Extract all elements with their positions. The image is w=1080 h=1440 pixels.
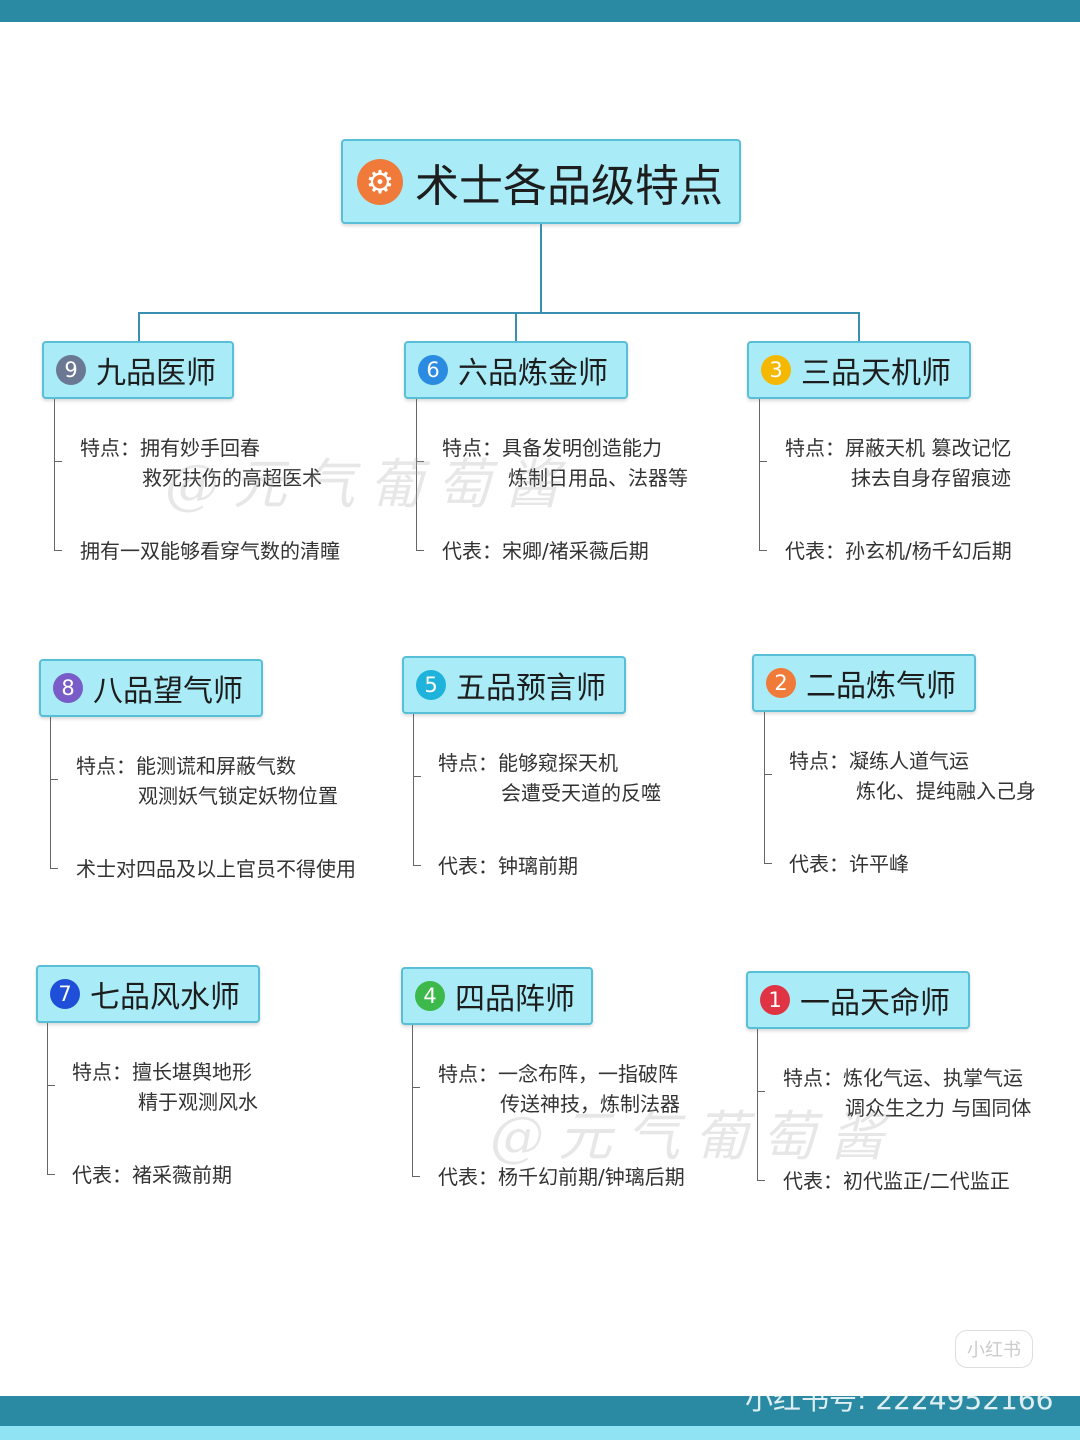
grade-8-line2: 观测妖气锁定妖物位置 xyxy=(138,784,338,808)
grade-node-8: 8 八品望气师 xyxy=(39,659,263,717)
branch-right xyxy=(858,312,860,343)
grade-title-4: 四品阵师 xyxy=(455,982,575,1017)
footer-id-text: 小红书号: 2224952166 xyxy=(745,1383,1054,1416)
grade-7-line1: 特点：擅长堪舆地形 xyxy=(72,1060,252,1084)
branch-left xyxy=(138,312,140,343)
grade-title-2: 二品炼气师 xyxy=(806,669,956,704)
grade-6-line2: 炼制日用品、法器等 xyxy=(508,466,688,490)
bottom-band xyxy=(0,1396,1080,1426)
badge-1: 1 xyxy=(760,985,790,1015)
grade-title-9: 九品医师 xyxy=(96,356,216,391)
badge-2: 2 xyxy=(766,668,796,698)
badge-4: 4 xyxy=(415,981,445,1011)
root-connector xyxy=(540,224,542,313)
grade-title-6: 六品炼金师 xyxy=(458,356,608,391)
connector-6-b xyxy=(416,462,424,551)
connector-2-a xyxy=(764,712,772,775)
grade-node-2: 2 二品炼气师 xyxy=(752,654,976,712)
grade-node-3: 3 三品天机师 xyxy=(747,341,971,399)
grade-9-line3: 拥有一双能够看穿气数的清瞳 xyxy=(80,539,340,563)
connector-9-b xyxy=(54,462,62,551)
connector-9-a xyxy=(54,399,62,462)
grade-6-line1: 特点：具备发明创造能力 xyxy=(442,436,662,460)
grade-5-line3: 代表：钟璃前期 xyxy=(438,854,578,878)
gear-icon: ⚙ xyxy=(357,158,403,205)
connector-5-a xyxy=(413,714,421,777)
connector-8-a xyxy=(50,717,58,780)
root-title: 术士各品级特点 xyxy=(415,160,723,212)
connector-7-a xyxy=(47,1023,55,1086)
grade-title-5: 五品预言师 xyxy=(456,671,606,706)
connector-2-b xyxy=(764,775,772,864)
grade-1-line3: 代表：初代监正/二代监正 xyxy=(783,1169,1010,1193)
grade-node-6: 6 六品炼金师 xyxy=(404,341,628,399)
grade-4-line2: 传送神技，炼制法器 xyxy=(500,1092,680,1116)
grade-5-line2: 会遭受天道的反噬 xyxy=(501,781,661,805)
grade-title-8: 八品望气师 xyxy=(93,674,243,709)
connector-4-b xyxy=(412,1088,420,1177)
xiaohongshu-logo: 小红书 xyxy=(955,1330,1033,1368)
grade-2-line1: 特点：凝练人道气运 xyxy=(789,749,969,773)
grade-6-line3: 代表：宋卿/褚采薇后期 xyxy=(442,539,649,563)
grade-node-4: 4 四品阵师 xyxy=(401,967,593,1025)
connector-1-b xyxy=(757,1092,765,1181)
connector-8-b xyxy=(50,780,58,869)
grade-node-9: 9 九品医师 xyxy=(42,341,234,399)
bottom-band-light xyxy=(0,1426,1080,1440)
grade-3-line2: 抹去自身存留痕迹 xyxy=(851,466,1011,490)
grade-8-line1: 特点：能测谎和屏蔽气数 xyxy=(76,754,296,778)
connector-6-a xyxy=(416,399,424,462)
grade-7-line3: 代表：褚采薇前期 xyxy=(72,1163,232,1187)
grade-2-line2: 炼化、提纯融入己身 xyxy=(856,779,1036,803)
connector-7-b xyxy=(47,1086,55,1175)
connector-4-a xyxy=(412,1025,420,1088)
grade-node-7: 7 七品风水师 xyxy=(36,965,260,1023)
watermark-bottom: @元气葡萄酱 xyxy=(490,1105,898,1168)
badge-5: 5 xyxy=(416,670,446,700)
connector-1-a xyxy=(757,1029,765,1092)
badge-8: 8 xyxy=(53,673,83,703)
grade-title-3: 三品天机师 xyxy=(801,356,951,391)
grade-4-line1: 特点：一念布阵，一指破阵 xyxy=(438,1062,678,1086)
branch-middle xyxy=(515,312,517,343)
top-branch-line xyxy=(138,312,860,314)
grade-8-line3: 术士对四品及以上官员不得使用 xyxy=(76,857,356,881)
top-band xyxy=(0,0,1080,22)
grade-1-line2: 调众生之力 与国同体 xyxy=(845,1096,1032,1120)
connector-3-b xyxy=(759,462,767,551)
grade-node-5: 5 五品预言师 xyxy=(402,656,626,714)
root-node: ⚙ 术士各品级特点 xyxy=(341,139,741,224)
connector-3-a xyxy=(759,399,767,462)
badge-7: 7 xyxy=(50,979,80,1009)
badge-9: 9 xyxy=(56,355,86,385)
grade-4-line3: 代表：杨千幻前期/钟璃后期 xyxy=(438,1165,685,1189)
grade-5-line1: 特点：能够窥探天机 xyxy=(438,751,618,775)
grade-9-line1: 特点：拥有妙手回春 xyxy=(80,436,260,460)
grade-9-line2: 救死扶伤的高超医术 xyxy=(142,466,322,490)
grade-title-7: 七品风水师 xyxy=(90,980,240,1015)
grade-3-line3: 代表：孙玄机/杨千幻后期 xyxy=(785,539,1012,563)
grade-2-line3: 代表：许平峰 xyxy=(789,852,909,876)
grade-title-1: 一品天命师 xyxy=(800,986,950,1021)
grade-7-line2: 精于观测风水 xyxy=(138,1090,258,1114)
badge-6: 6 xyxy=(418,355,448,385)
grade-1-line1: 特点：炼化气运、执掌气运 xyxy=(783,1066,1023,1090)
connector-5-b xyxy=(413,777,421,866)
grade-node-1: 1 一品天命师 xyxy=(746,971,970,1029)
badge-3: 3 xyxy=(761,355,791,385)
watermark-top: @元气葡萄酱 xyxy=(165,453,573,516)
grade-3-line1: 特点：屏蔽天机 篡改记忆 xyxy=(785,436,1012,460)
